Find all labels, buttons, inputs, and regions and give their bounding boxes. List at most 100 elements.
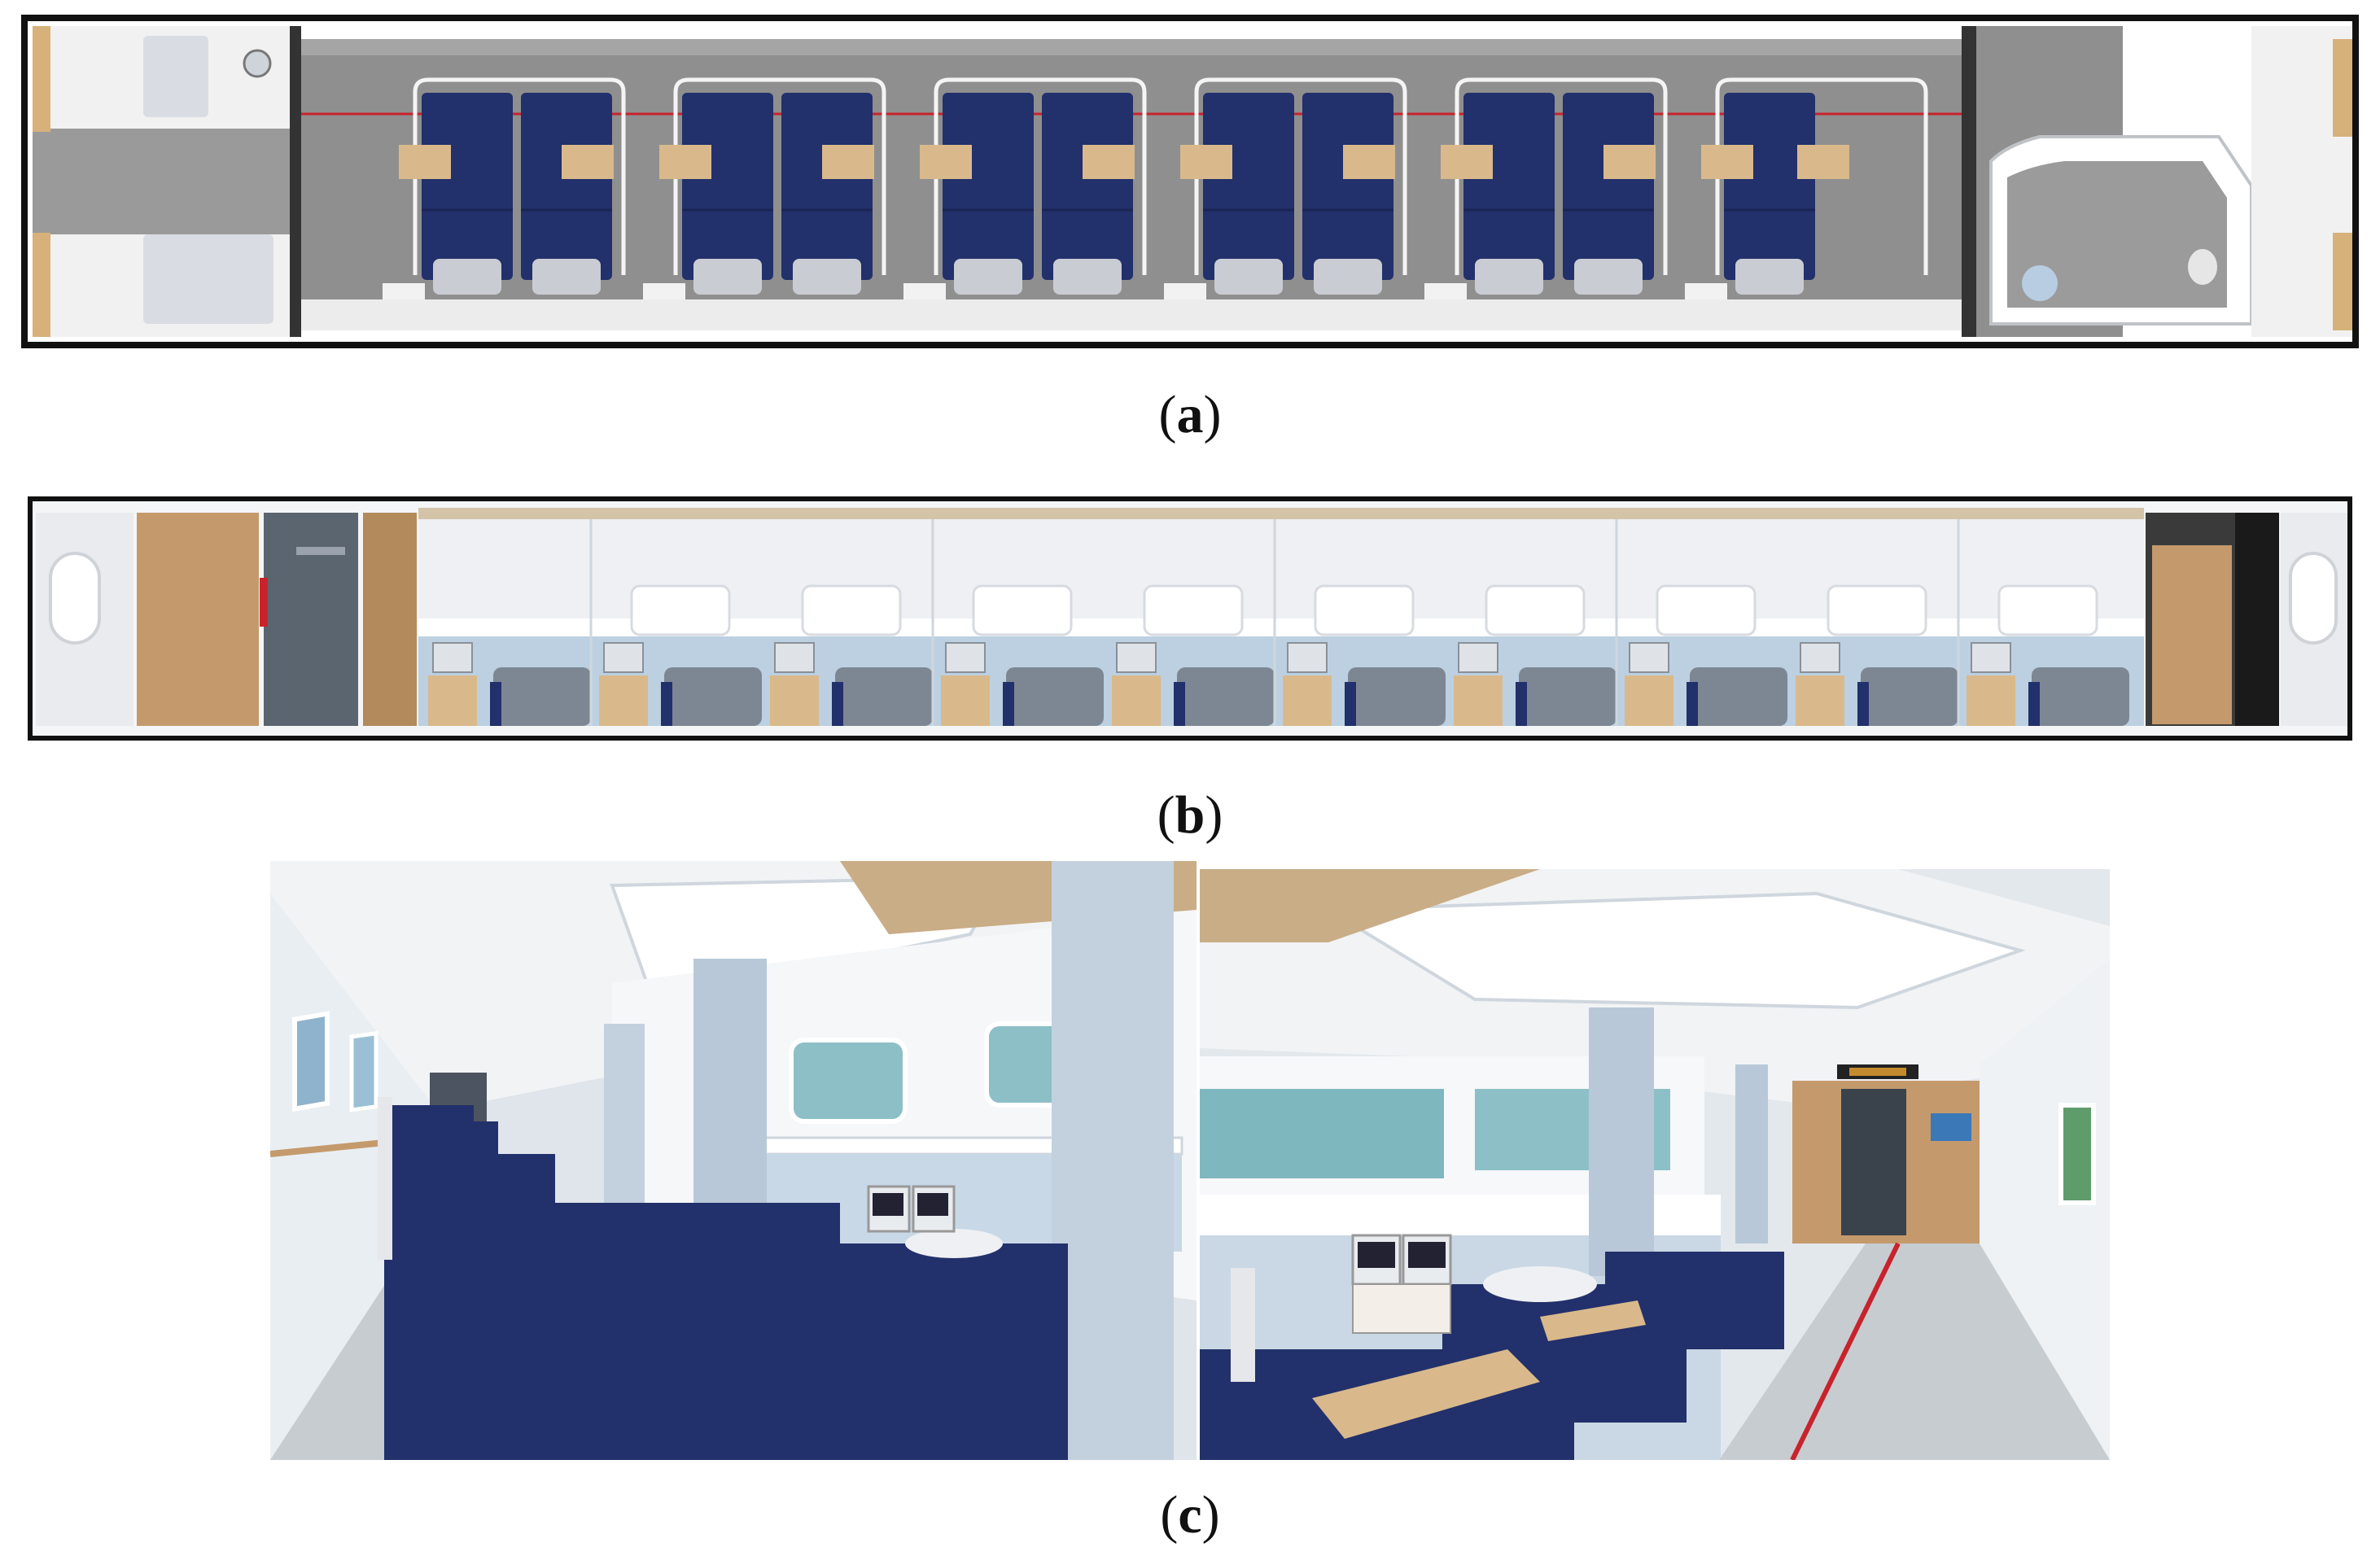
bedside-cabinet [941, 675, 990, 726]
pillow-icon [1475, 259, 1543, 295]
hospital-bed-icon [943, 93, 1034, 280]
bed-rail [1003, 682, 1014, 726]
hospital-bed-icon [1203, 93, 1294, 280]
left-view-beds [378, 1097, 1068, 1460]
hospital-bed-icon [682, 93, 773, 280]
floor-plan-illustration [21, 15, 2359, 348]
window-icon [1997, 584, 2098, 636]
hospital-bed-icon [1519, 667, 1617, 726]
patient-monitor-icon [774, 642, 815, 673]
hospital-bed-icon [1177, 667, 1275, 726]
bedside-cabinet [428, 675, 477, 726]
pillow-icon [1053, 259, 1122, 295]
panel-a-floor-plan [21, 15, 2359, 348]
table-icon [1083, 145, 1135, 179]
right-wood-panel [2152, 545, 2232, 724]
right-interior-view [1200, 869, 2110, 1460]
window-icon [1314, 584, 1415, 636]
hospital-bed-icon [1463, 93, 1555, 280]
left-dark-door [264, 513, 358, 726]
window-icon [630, 584, 731, 636]
bay-frame [1194, 77, 1407, 275]
interior-rendering-illustration [270, 861, 2110, 1460]
bed-rail [490, 682, 501, 726]
pillow-icon [793, 259, 861, 295]
table-icon [1180, 145, 1232, 179]
pillow-icon [1735, 259, 1804, 295]
hospital-bed-icon [1690, 667, 1787, 726]
bed-rail [1345, 682, 1356, 726]
hospital-bed-icon [1605, 1252, 1784, 1349]
pillow-icon [1483, 1266, 1597, 1302]
bedside-cabinet [1796, 675, 1844, 726]
bed-rail [832, 682, 843, 726]
hospital-bed-icon [1861, 667, 1958, 726]
window-icon [1827, 584, 1927, 636]
hospital-bed-icon [422, 93, 513, 280]
table-icon [1343, 145, 1395, 179]
caption-a: (a) [1158, 385, 1222, 444]
patient-monitor-icon [1287, 642, 1328, 673]
hospital-bed-icon [521, 93, 612, 280]
hospital-bed-icon [531, 1203, 840, 1460]
caption-c: (c) [1160, 1485, 1220, 1545]
caption-b: (b) [1157, 785, 1223, 845]
hospital-bed-icon [1563, 93, 1654, 280]
bed-pairs [383, 77, 1928, 308]
table-icon [399, 145, 451, 179]
pillow-icon [433, 259, 501, 295]
bed-rail [1687, 682, 1698, 726]
bedside-cabinet [1283, 675, 1332, 726]
bedside-cabinet [770, 675, 819, 726]
bed-rail [1174, 682, 1185, 726]
window-icon [1485, 584, 1586, 636]
bedside-cabinet [1454, 675, 1503, 726]
window-icon [1143, 584, 1244, 636]
bed-rail [378, 1097, 392, 1260]
patient-monitor-icon [1116, 642, 1157, 673]
bed-rail [2028, 682, 2040, 726]
bay-frame [1455, 77, 1668, 275]
overbed-table [1312, 1349, 1540, 1439]
window-icon [1656, 584, 1757, 636]
table-icon [659, 145, 711, 179]
bedside-cabinet [1625, 675, 1673, 726]
panel-b-side-elevation [28, 496, 2352, 741]
pillow-icon [693, 259, 762, 295]
table-icon [562, 145, 614, 179]
bay-frame [673, 77, 886, 275]
pillow-icon [1314, 259, 1382, 295]
hospital-bed-icon [664, 667, 762, 726]
table-icon [1797, 145, 1849, 179]
side-elevation-illustration [28, 496, 2352, 741]
bedside-cabinet [1967, 675, 2015, 726]
patient-monitor-icon [603, 642, 644, 673]
hospital-bed-icon [1006, 667, 1104, 726]
bed-bays-elevation [428, 519, 2269, 726]
right-view-beds [1200, 1252, 1784, 1460]
hospital-bed-icon [2032, 667, 2129, 726]
right-window-icon [2289, 552, 2338, 645]
patient-monitor-icon [1800, 642, 1840, 673]
bay-frame [413, 77, 626, 275]
panel-c-interior-renderings [270, 861, 2110, 1460]
pillow-icon [1574, 259, 1643, 295]
table-icon [1603, 145, 1656, 179]
pillow-icon [532, 259, 601, 295]
hospital-bed-icon [840, 1243, 1068, 1460]
patient-monitor-icon [945, 642, 986, 673]
patient-monitor-icon [1629, 642, 1669, 673]
hospital-bed-icon [493, 667, 591, 726]
patient-monitor-icon [1971, 642, 2011, 673]
bay-frame [934, 77, 1147, 275]
patient-monitor-icon [432, 642, 473, 673]
pillow-icon [1214, 259, 1283, 295]
hospital-bed-icon [781, 93, 873, 280]
table-icon [822, 145, 874, 179]
hospital-bed-icon [1042, 93, 1133, 280]
left-interior-view [270, 861, 1197, 1460]
bed-rail [1857, 682, 1869, 726]
hospital-bed-icon [1348, 667, 1446, 726]
left-wood-panel [137, 513, 259, 726]
pillow-icon [954, 259, 1022, 295]
